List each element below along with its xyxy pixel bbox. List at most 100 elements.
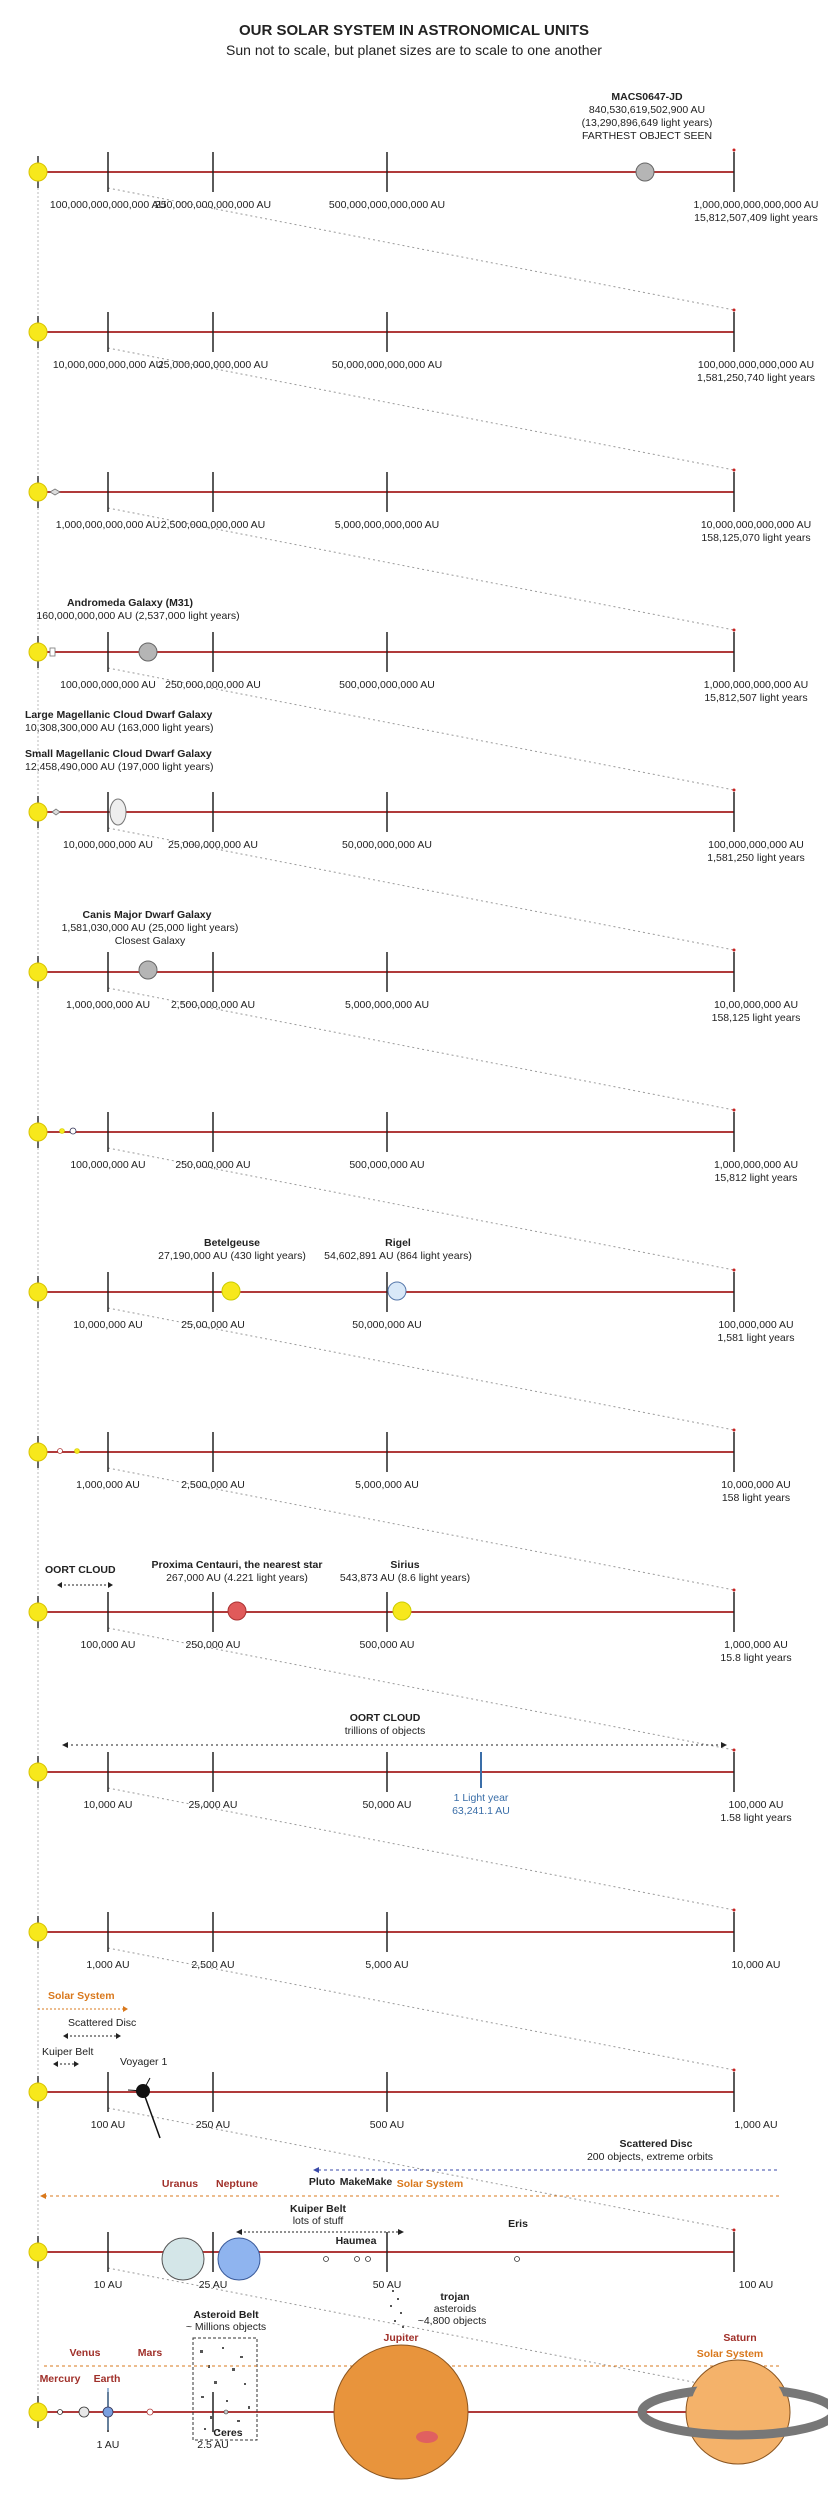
end-tick-label: 100,000,000,000,000 AU <box>698 359 814 371</box>
end-tick-label: 15.8 light years <box>720 1652 791 1664</box>
tick-label: 25,000,000,000 AU <box>168 839 258 851</box>
scattered-disc-sub-13: 200 objects, extreme orbits <box>587 2151 713 2163</box>
end-marker-dot <box>732 1268 736 1272</box>
tick-label: 25,00,000 AU <box>181 1319 245 1331</box>
canis-major-note: Closest Galaxy <box>115 935 186 947</box>
row8-star-red-icon <box>57 1448 63 1454</box>
end-tick-label: 1,000 AU <box>734 2119 777 2131</box>
scattered-13-arrow-icon <box>313 2167 319 2173</box>
row2-distant-object-icon <box>49 488 61 496</box>
oort-full-arrow-right-icon <box>721 1742 727 1748</box>
neptune-label: Neptune <box>216 2178 258 2190</box>
voyager-spacecraft-icon <box>127 2077 161 2139</box>
tick-label: 2.5 AU <box>197 2439 229 2451</box>
sun-icon <box>28 2242 48 2262</box>
row8-star-yellow-icon <box>74 1448 80 1454</box>
oort-cloud-sub: trillions of objects <box>345 1725 426 1737</box>
end-tick-label: 1,581,250 light years <box>707 852 804 864</box>
zoom-connector-line <box>107 2107 735 2231</box>
row13-annotations: Scattered Disc 200 objects, extreme orbi… <box>40 2138 780 2281</box>
row8-objects <box>57 1448 80 1454</box>
proxima-value: 267,000 AU (4.221 light years) <box>166 1572 308 1584</box>
end-marker-dot <box>732 948 736 952</box>
solar-system-label-14: Solar System <box>697 2348 764 2360</box>
smc-galaxy-icon <box>51 808 61 816</box>
mercury-icon <box>57 2409 63 2415</box>
lmc-value: 10,308,300,000 AU (163,000 light years) <box>25 722 214 734</box>
zoom-connector-line <box>107 827 735 951</box>
row7-annotations: Betelgeuse 27,190,000 AU (430 light year… <box>158 1237 472 1301</box>
trojan-asteroids-scatter <box>390 2290 404 2328</box>
end-tick-label: 100,000 AU <box>729 1799 784 1811</box>
end-tick-label: 1,000,000,000,000 AU <box>704 679 809 691</box>
rigel-star-icon <box>387 1281 407 1301</box>
kuiper-13-right-arrow-icon <box>398 2229 404 2235</box>
proxima-title: Proxima Centauri, the nearest star <box>152 1559 323 1571</box>
end-marker-dot <box>732 148 736 152</box>
andromeda-annotation: Andromeda Galaxy (M31) 160,000,000,000 A… <box>36 597 240 662</box>
row9-annotations: OORT CLOUD Proxima Centauri, the nearest… <box>45 1559 470 1621</box>
end-marker-dot <box>732 1428 736 1432</box>
sun-icon <box>28 482 48 502</box>
zoom-connector-lines <box>107 187 735 2391</box>
trojan-title: trojan <box>440 2291 469 2303</box>
sun-icon <box>28 802 48 822</box>
saturn-planet-icon <box>637 2359 828 2465</box>
row14-annotations: trojan asteroids ~4,800 objects Jupiter … <box>40 2290 828 2480</box>
kuiper-belt-sub-13: lots of stuff <box>293 2215 344 2227</box>
sun-icon <box>28 1602 48 1622</box>
makemake-label: MakeMake <box>340 2176 393 2188</box>
scattered-disc-title-13: Scattered Disc <box>620 2138 693 2150</box>
voyager-label: Voyager 1 <box>120 2056 167 2068</box>
smc-title: Small Magellanic Cloud Dwarf Galaxy <box>25 748 212 760</box>
tick-label: 100,000,000,000,000 AU <box>50 199 166 211</box>
great-red-spot-icon <box>416 2431 438 2443</box>
row6-star-blue-icon <box>69 1127 77 1135</box>
macs0647-annotation: MACS0647-JD 840,530,619,502,900 AU (13,2… <box>582 91 712 182</box>
mars-icon <box>146 2408 154 2416</box>
rigel-value: 54,602,891 AU (864 light years) <box>324 1250 472 1262</box>
tick-label: 2,500,000,000,000 AU <box>161 519 266 531</box>
zoom-connector-line <box>107 1147 735 1271</box>
end-marker-dot <box>732 2068 736 2072</box>
tick-label: 5,000,000 AU <box>355 1479 419 1491</box>
trojan-sub: asteroids <box>434 2303 477 2315</box>
end-marker-dot <box>732 468 736 472</box>
jupiter-planet-icon <box>333 2344 469 2480</box>
tick-label: 1,000 AU <box>86 1959 129 1971</box>
end-marker-dot <box>732 788 736 792</box>
macs-au: 840,530,619,502,900 AU <box>589 104 705 116</box>
end-tick-label: 100,000,000,000 AU <box>708 839 804 851</box>
macs0647-galaxy-icon <box>635 162 655 182</box>
tick-label: 500,000,000,000 AU <box>339 679 435 691</box>
row3-local-object-icon <box>49 647 56 657</box>
light-year-label: 1 Light year <box>454 1792 509 1804</box>
tick-label: 100,000,000 AU <box>70 1159 145 1171</box>
end-tick-label: 100 AU <box>739 2279 773 2291</box>
tick-label: 2,500,000,000 AU <box>171 999 255 1011</box>
pluto-label: Pluto <box>309 2176 335 2188</box>
tick-label: 5,000 AU <box>365 1959 408 1971</box>
end-marker-dot <box>732 1908 736 1912</box>
uranus-planet-icon <box>161 2237 205 2281</box>
tick-label: 1,000,000 AU <box>76 1479 140 1491</box>
sun-icon <box>28 1762 48 1782</box>
ceres-label: Ceres <box>213 2427 242 2439</box>
tick-label: 250,000 AU <box>186 1639 241 1651</box>
end-marker-dot <box>732 2228 736 2232</box>
macs-title: MACS0647-JD <box>611 91 683 103</box>
canis-major-galaxy-icon <box>138 960 158 980</box>
oort-full-arrow-left-icon <box>62 1742 68 1748</box>
rigel-title: Rigel <box>385 1237 411 1249</box>
tick-label: 100,000,000,000 AU <box>60 679 156 691</box>
canis-major-value: 1,581,030,000 AU (25,000 light years) <box>62 922 239 934</box>
tick-label: 500,000,000 AU <box>349 1159 424 1171</box>
